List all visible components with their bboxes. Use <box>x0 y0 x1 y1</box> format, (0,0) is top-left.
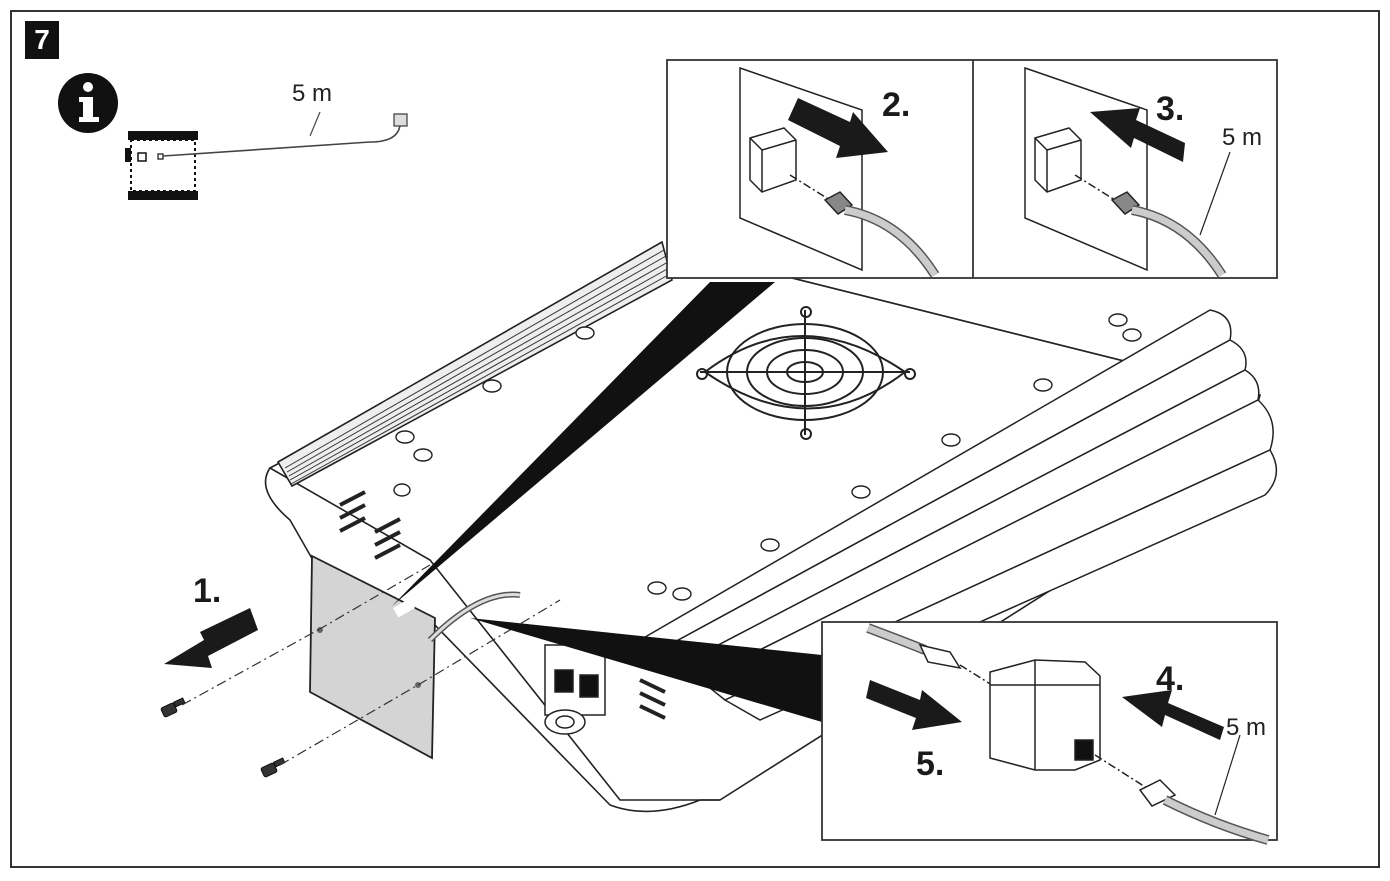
internal-cable-core <box>428 593 521 642</box>
figure-number-badge: 7 <box>25 21 59 59</box>
callout-wedge-top <box>392 282 775 606</box>
step-3-cable-length-label: 5 m <box>1222 124 1263 151</box>
figure-frame <box>10 10 1380 868</box>
overview-leader-line <box>309 111 321 137</box>
arrow-step-4 <box>1122 690 1224 740</box>
step-4-label: 4. <box>1156 660 1185 698</box>
step-2-label: 2. <box>882 86 911 124</box>
vent-slots <box>339 490 666 720</box>
terminal-block <box>544 644 606 735</box>
overview-plug <box>393 113 408 127</box>
dash-dot-guides <box>181 564 561 766</box>
overview-device-icon <box>125 131 198 200</box>
arrow-step-1 <box>164 608 258 668</box>
step-5-label: 5. <box>916 745 945 783</box>
step-1-label: 1. <box>193 572 222 610</box>
callout-wedge-bottom <box>470 618 822 722</box>
step-3-label: 3. <box>1156 90 1185 128</box>
fan-grille <box>696 306 916 440</box>
step-4-cable-length-label: 5 m <box>1226 714 1267 741</box>
panel-steps-4-5-drawing <box>866 623 1270 845</box>
arrow-step-3 <box>1090 108 1185 162</box>
info-icon <box>58 73 118 133</box>
overview-cable <box>162 124 401 157</box>
arrow-step-5 <box>866 680 962 730</box>
surface-screws <box>393 313 1142 601</box>
heat-sink-fins-rear <box>284 249 671 485</box>
cover-plate <box>309 554 436 760</box>
loose-screws <box>160 697 286 778</box>
overview-cable-length-label: 5 m <box>292 80 333 107</box>
arrow-step-2 <box>788 98 888 158</box>
